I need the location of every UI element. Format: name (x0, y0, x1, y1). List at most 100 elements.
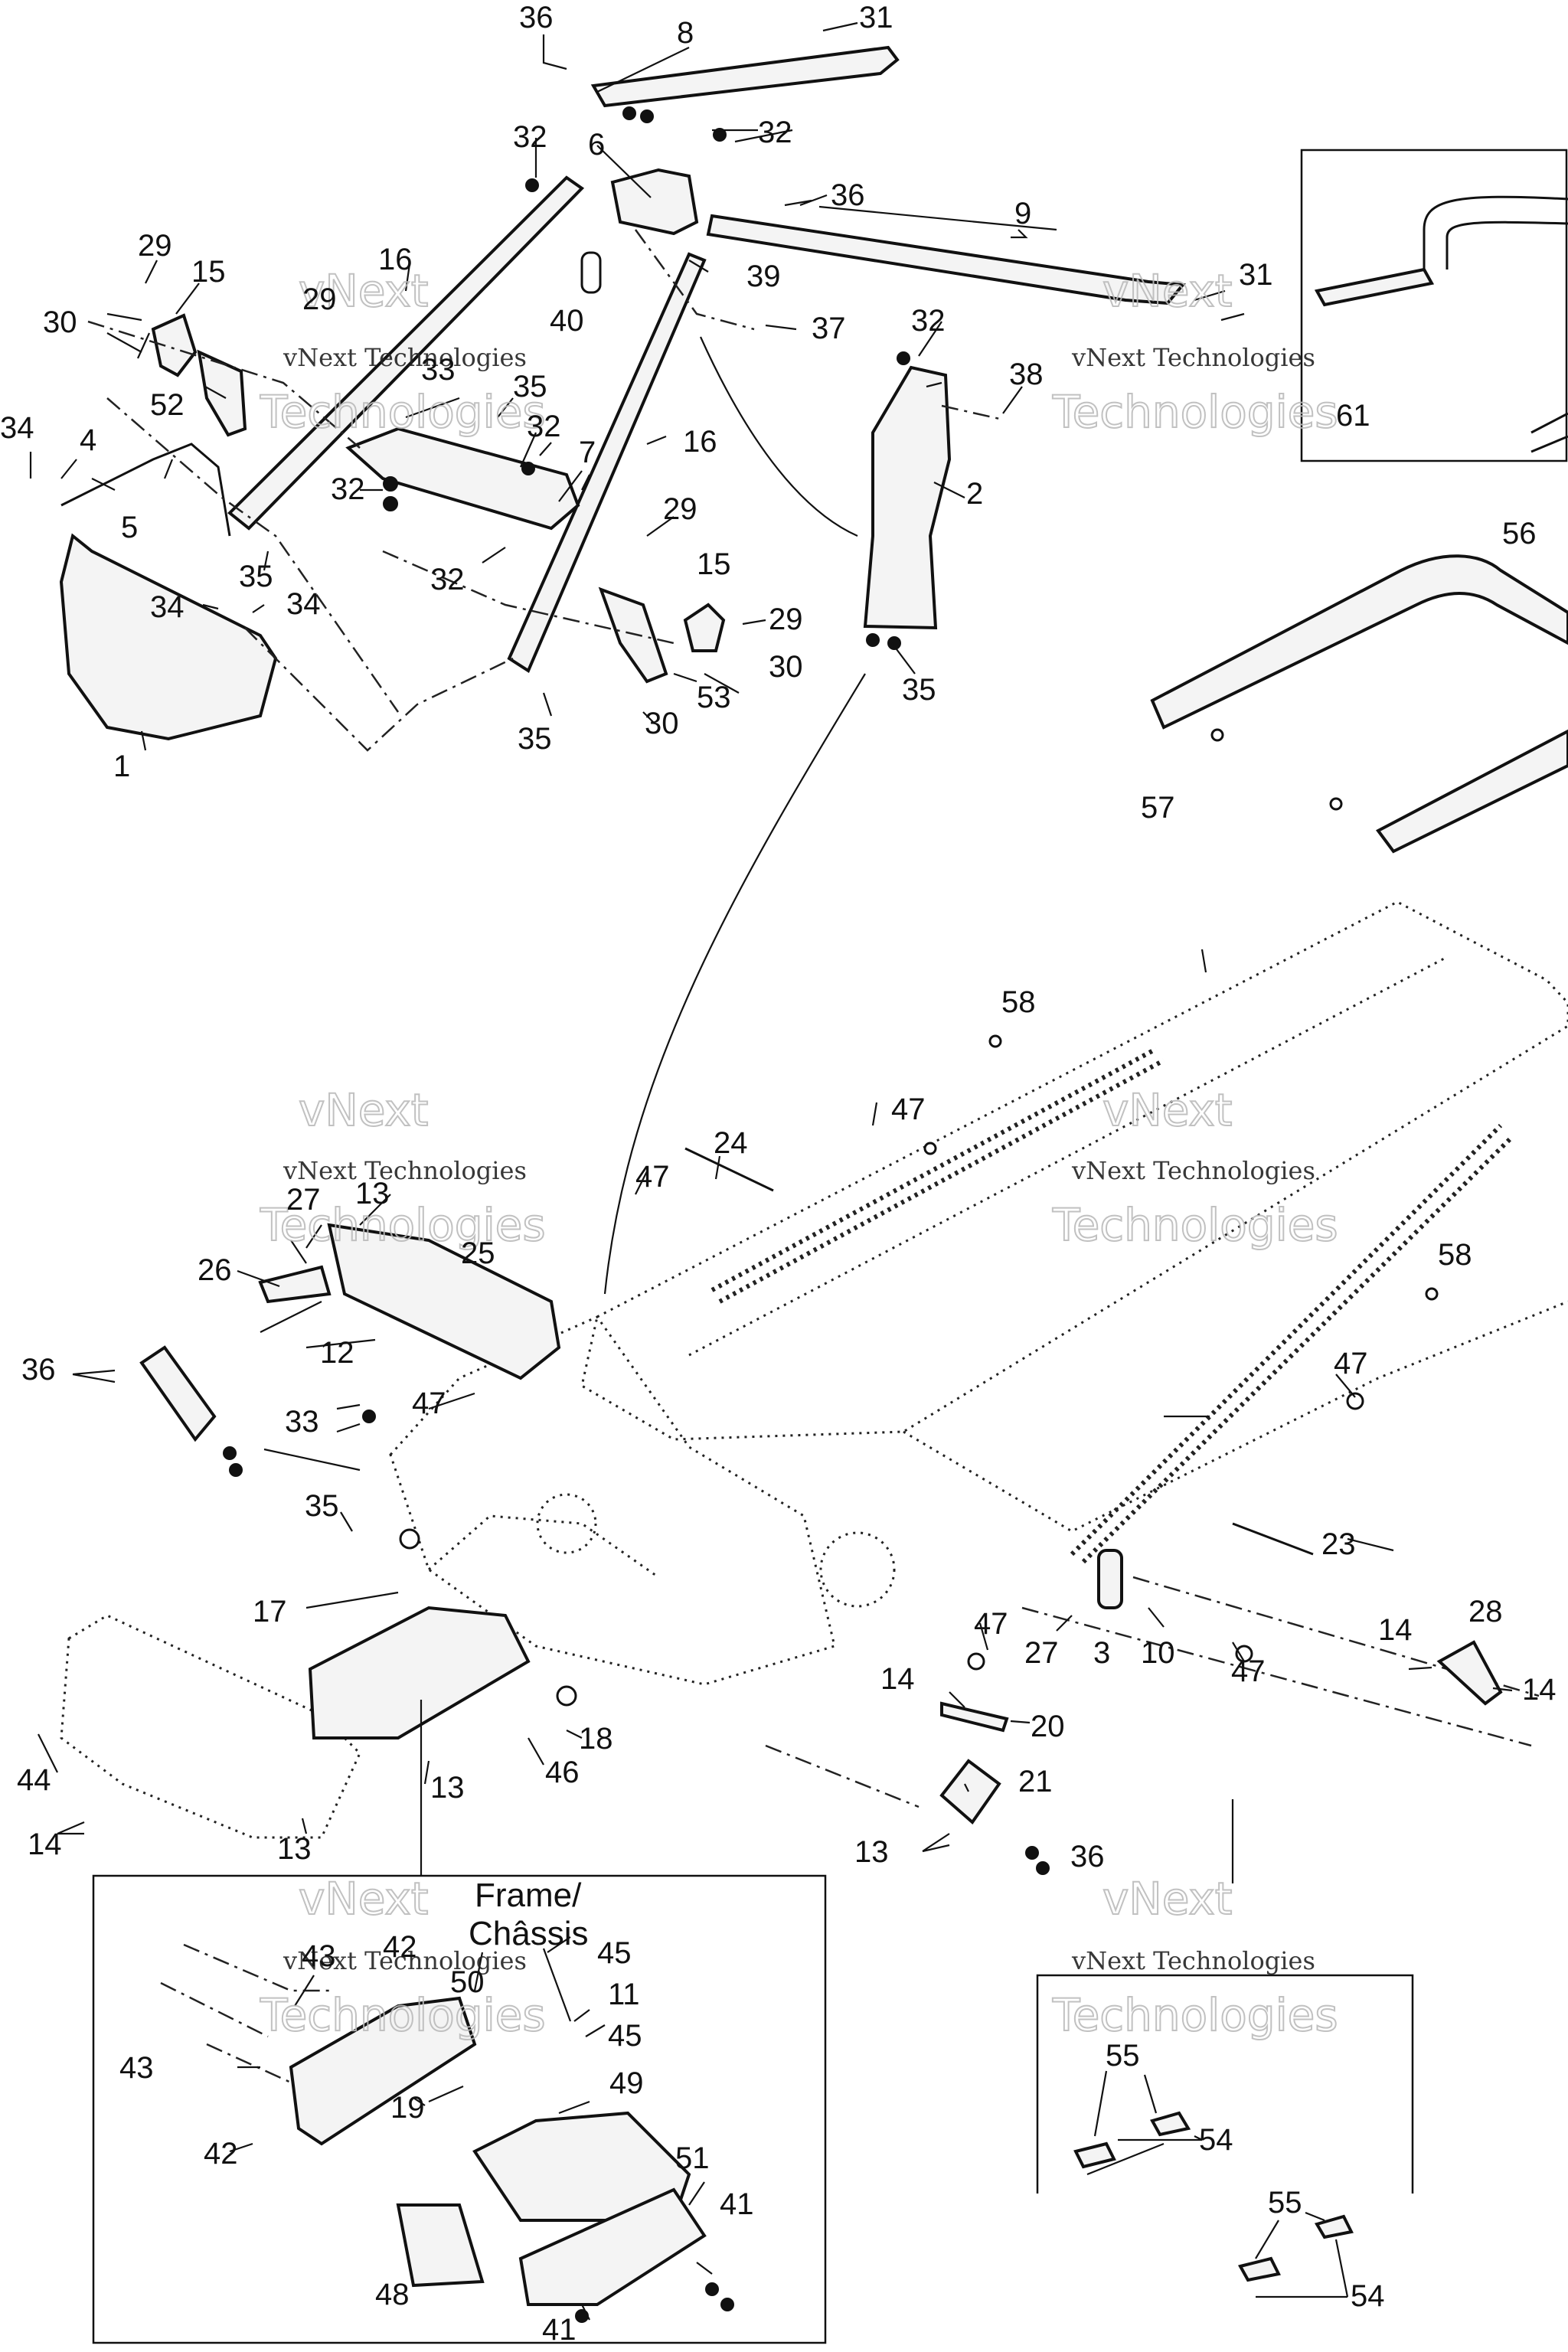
part-56-bumper (1150, 554, 1568, 730)
watermark-text: vNext Technologies (283, 1156, 527, 1185)
callout-42: 42 (383, 1930, 417, 1964)
callout-35: 35 (513, 370, 547, 403)
callout-51: 51 (675, 2141, 710, 2175)
watermark-big: vNext (1102, 1873, 1232, 1925)
tunnel-outline (580, 900, 1568, 1441)
watermark-big: Technologies (1052, 1199, 1338, 1251)
nut (383, 476, 398, 492)
handlebar-detail-box (1300, 149, 1568, 462)
arrow-curve-upper (699, 336, 858, 537)
handlebar-tube (1423, 195, 1568, 270)
callout-43: 43 (119, 2051, 154, 2085)
leader (72, 1369, 1356, 1662)
callout-15: 15 (697, 547, 731, 581)
part-49-detail-plate (472, 2111, 691, 2222)
part-6-bracket (610, 168, 699, 236)
nut (383, 496, 398, 511)
nut (622, 106, 636, 120)
callout-4: 4 (80, 423, 96, 457)
watermark-text: vNext Technologies (1071, 343, 1315, 372)
callout-1: 1 (113, 750, 130, 783)
part-58-right-rivet-rail (1070, 1123, 1514, 1564)
centerline-tunnel-2 (1132, 1576, 1540, 1697)
handlebar-lower-tube (1530, 412, 1568, 453)
callout-52: 52 (150, 388, 185, 422)
callout-29: 29 (138, 229, 172, 263)
part-21-bracket (939, 1759, 1001, 1824)
nut (713, 128, 727, 142)
watermark-big: Technologies (260, 1989, 546, 2041)
callout-35: 35 (902, 673, 936, 707)
part-26-bracket (258, 1265, 332, 1304)
callout-27: 27 (286, 1183, 321, 1217)
frame-label-line2: Châssis (469, 1915, 589, 1952)
callout-36: 36 (1070, 1840, 1105, 1873)
callout-14: 14 (28, 1828, 62, 1861)
watermark-big: vNext (299, 1873, 428, 1925)
bolt-head (1329, 797, 1343, 811)
nut (1036, 1861, 1050, 1875)
bumper-detail-box (1036, 1974, 1414, 2194)
callout-23: 23 (1321, 1527, 1356, 1561)
callout-34: 34 (286, 587, 321, 621)
bearing-hole-right (819, 1531, 896, 1608)
callout-8: 8 (677, 16, 694, 50)
callout-41: 41 (720, 2187, 754, 2221)
bolt-head (1210, 728, 1224, 742)
callout-11: 11 (608, 1978, 640, 2011)
watermark-big: vNext (299, 265, 428, 317)
centerline-upper-1 (87, 320, 361, 449)
watermark-big: Technologies (260, 1199, 546, 1251)
leader (534, 21, 858, 198)
callout-36: 36 (519, 1, 554, 34)
callout-29: 29 (302, 283, 337, 316)
callout-47: 47 (891, 1093, 926, 1126)
callout-32: 32 (911, 304, 946, 338)
nut (521, 462, 535, 475)
nut (362, 1410, 376, 1423)
bolt-head (556, 1685, 577, 1707)
leader (237, 949, 1207, 1349)
callout-30: 30 (769, 650, 803, 684)
callout-9: 9 (1014, 197, 1031, 230)
part-8-bar (590, 45, 900, 108)
part-15-left-bracket (151, 313, 198, 377)
front-suspension-outline (60, 1614, 361, 1839)
centerline-detail-2 (160, 1981, 269, 2038)
part-50-mount (308, 1606, 531, 1740)
watermark-text: vNext Technologies (1071, 1946, 1315, 1975)
centerline-upper-3 (244, 627, 514, 752)
tunnel-inner-edge (688, 956, 1448, 1357)
bearing-hole-left (536, 1493, 597, 1554)
part-40-spacer (580, 251, 602, 294)
callout-7: 7 (579, 436, 596, 469)
bolt-head (988, 1034, 1002, 1048)
callout-45: 45 (597, 1936, 632, 1970)
front-frame-outline (389, 1315, 836, 1686)
callout-32: 32 (331, 472, 365, 506)
callout-33: 33 (421, 353, 456, 387)
leader-lines (29, 21, 1513, 2321)
centerline-detail-1 (183, 1943, 329, 1992)
watermark-text: vNext Technologies (1071, 1156, 1315, 1185)
callout-34: 34 (0, 411, 34, 445)
centerline-detail-3 (206, 2043, 292, 2084)
part-54-foot-2 (1150, 2111, 1191, 2137)
callout-2: 2 (966, 477, 983, 511)
nut (223, 1446, 237, 1460)
callout-50: 50 (450, 1965, 485, 1999)
callout-47: 47 (635, 1160, 670, 1194)
callout-58: 58 (1001, 985, 1036, 1019)
leader (29, 452, 270, 751)
callout-35: 35 (305, 1489, 339, 1523)
part-28-bracket (1436, 1640, 1503, 1706)
watermark-big: Technologies (1052, 386, 1338, 438)
part-19-arrow (428, 2085, 464, 2103)
leader (784, 194, 1245, 322)
watermarks: vNext vNext Technologies Technologies vN… (259, 264, 1339, 2042)
callout-46: 46 (545, 1756, 580, 1789)
callout-53: 53 (697, 681, 731, 714)
nut (229, 1463, 243, 1477)
